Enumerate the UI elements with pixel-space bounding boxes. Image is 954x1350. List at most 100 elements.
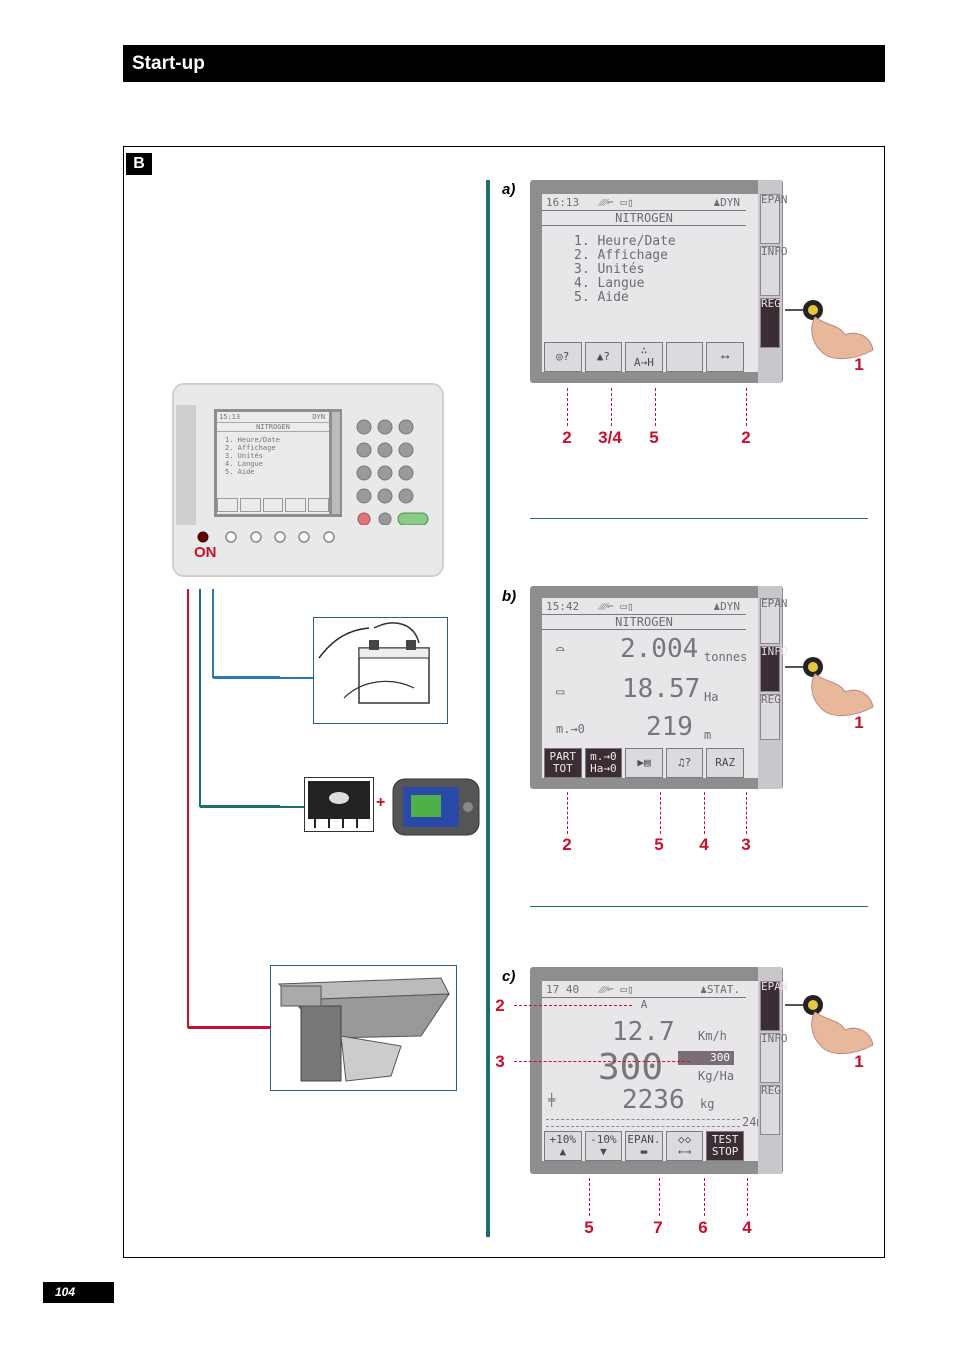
callout: 5 — [654, 835, 664, 854]
area-value: 18.57 — [622, 674, 701, 704]
menu-item[interactable]: 5. Aide — [574, 290, 629, 305]
panel-b-screen: 15:42 ⁄⁄⁄⁄⌐ ▭▯ ♟DYN NITROGEN ⌓ 2.004 ton… — [530, 586, 788, 789]
spreader-icon: ⌓ — [556, 642, 565, 658]
spread-icon: ▬ — [640, 1145, 648, 1158]
callout: 2 — [495, 996, 505, 1015]
weight-unit: kg — [700, 1097, 715, 1111]
tab-info[interactable]: INFO — [760, 646, 788, 692]
bell-icon: ♫? — [677, 756, 692, 769]
control-box-icon — [308, 781, 370, 828]
tab-epan[interactable]: EPAN — [760, 598, 788, 644]
vertical-divider — [486, 180, 490, 1237]
callout: 4 — [742, 1218, 752, 1237]
weight-icon: ▲? — [596, 350, 611, 363]
report-icon: ▶▤ — [637, 756, 651, 769]
left-right-arrows-icon: ←→ — [677, 1145, 692, 1158]
device-brand: Vision — [158, 470, 171, 504]
vision-control-unit: Vision 15:13 DYN NITROGEN 1. Heure/Date … — [158, 383, 444, 577]
device-screen: 15:13 DYN NITROGEN 1. Heure/Date 2. Affi… — [214, 409, 342, 517]
battery-photo — [313, 617, 448, 724]
softkey-sections[interactable]: ◇◇←→ — [665, 1131, 704, 1161]
softkey-alarm[interactable]: ♫? — [665, 748, 704, 778]
device-keypad — [352, 415, 432, 526]
device-function-buttons — [197, 531, 335, 543]
callout: 5 — [584, 1218, 594, 1237]
callout: 3 — [495, 1052, 505, 1071]
softkey-wheel[interactable]: ◎? — [544, 342, 582, 372]
tab-reg[interactable]: REG — [760, 694, 781, 740]
callout: 3/4 — [598, 428, 622, 447]
menu-item[interactable]: 3. Unités — [574, 262, 645, 277]
boom-sections — [546, 1119, 740, 1127]
mode-label: STAT. — [706, 983, 740, 996]
callout: 2 — [562, 835, 572, 854]
figure-frame — [123, 146, 885, 1258]
separator-bc — [530, 906, 868, 907]
callout: 7 — [653, 1218, 663, 1237]
rate-value: 300 — [598, 1047, 664, 1088]
panel-c-letter: c) — [502, 968, 516, 985]
fertilizer-label: A — [542, 997, 746, 1011]
page-title: Start-up — [132, 53, 205, 74]
mode-label: DYN — [720, 196, 740, 209]
control-box-photo — [304, 777, 374, 832]
speed-value: 12.7 — [612, 1017, 675, 1047]
panel-a-letter: a) — [502, 181, 516, 198]
softkey-minus-10[interactable]: -10%▼ — [584, 1131, 623, 1161]
down-arrow-icon: ▼ — [600, 1145, 607, 1158]
tab-info[interactable]: INFO — [760, 1033, 788, 1083]
keypad-icon — [356, 419, 429, 526]
tab-epan[interactable]: EPAN — [760, 981, 788, 1031]
softkey-width[interactable]: ⟷ — [706, 342, 744, 372]
distance-value: 219 — [646, 712, 693, 742]
panel-c-screen: 17 40 ⁄⁄⁄⁄⌐ ▭▯ ♟STAT. A 12.7 Km/h 300 30… — [530, 967, 788, 1174]
battery-icon — [318, 622, 430, 704]
tab-info[interactable]: INFO — [760, 246, 788, 296]
callout: 6 — [698, 1218, 708, 1237]
mode-label: DYN — [720, 600, 740, 613]
callout-finger-a: 1 — [854, 355, 864, 374]
spreader-icon — [277, 977, 450, 1082]
connection-wires — [187, 589, 280, 1028]
clock: 15:42 — [546, 600, 580, 613]
dots-icon: ∴ — [640, 344, 648, 357]
menu-item[interactable]: 1. Heure/Date — [574, 234, 676, 249]
weight-value: 2236 — [622, 1085, 685, 1115]
separator-ab — [530, 518, 868, 519]
softkey-blank[interactable] — [665, 342, 704, 372]
on-label: ON — [194, 544, 217, 561]
callout: 2 — [562, 428, 572, 447]
softkey-raz[interactable]: RAZ — [706, 748, 744, 778]
softkey-epan[interactable]: EPAN.▬ — [625, 1131, 663, 1161]
finger-press-icon — [785, 657, 874, 717]
callout: 4 — [699, 835, 709, 854]
gps-terminal-photo — [391, 777, 481, 837]
tab-reg[interactable]: REG — [760, 1085, 781, 1135]
quantity-unit: tonnes — [704, 650, 748, 664]
finger-press-icon — [785, 995, 874, 1055]
distance-unit: m — [704, 728, 712, 742]
target-rate: 300 — [678, 1051, 734, 1065]
softkey-plus-10[interactable]: +10%▲ — [544, 1131, 582, 1161]
menu-item[interactable]: 2. Affichage — [574, 248, 668, 263]
callout: 2 — [741, 428, 751, 447]
up-arrow-icon: ▲ — [559, 1145, 567, 1158]
plus-sign: + — [376, 794, 386, 811]
width-arrows-icon: ⟷ — [721, 350, 729, 363]
panel-b-letter: b) — [502, 588, 517, 605]
callout: 3 — [741, 835, 751, 854]
screen-title: NITROGEN — [542, 210, 746, 226]
tab-reg[interactable]: REG — [760, 298, 781, 348]
screen-title: NITROGEN — [542, 614, 746, 630]
softkey-sort[interactable]: ∴A→H — [625, 342, 663, 372]
area-icon: ▭ — [556, 684, 565, 700]
softkey-report[interactable]: ▶▤ — [625, 748, 663, 778]
tab-epan[interactable]: EPAN — [760, 194, 788, 244]
tramline-icon: ╪ — [548, 1093, 556, 1107]
softkey-weigh[interactable]: ▲? — [584, 342, 623, 372]
callout-finger-c: 1 — [854, 1052, 864, 1071]
menu-item[interactable]: 4. Langue — [574, 276, 645, 291]
